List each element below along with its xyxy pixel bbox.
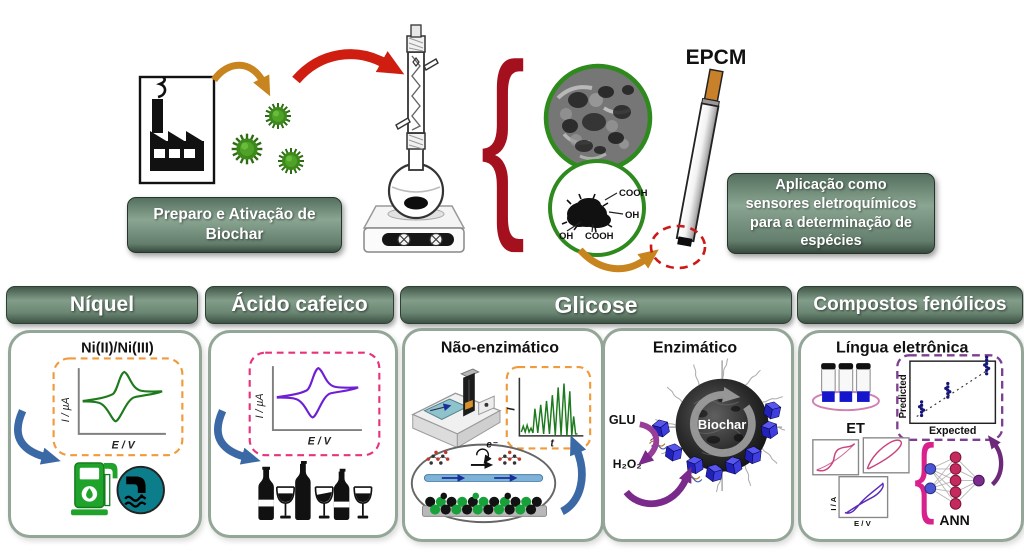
panel-header-nickel: Níquel (6, 286, 198, 324)
nanoparticle-layer (425, 492, 542, 515)
cv-axes (271, 366, 362, 431)
amperogram-x-label: t (550, 438, 554, 450)
ann-to-scatter-arrow (987, 435, 1004, 487)
amperogram-y-label: I (506, 407, 518, 411)
arrow-biochar-to-reflux (292, 49, 405, 84)
amperogram-axes (518, 377, 584, 437)
sem-micrograph-icon (543, 63, 653, 173)
scatter-y-label: Predicted (898, 374, 909, 418)
wine-bottles-icon (258, 460, 373, 520)
electron-label: e⁻ (486, 440, 497, 451)
application-line3: para a determinação de (750, 214, 912, 231)
panel-glucose-enzymatic: Enzimático Biocha (602, 328, 794, 542)
application-label: Aplicação como sensores eletroquímicos p… (727, 173, 935, 254)
cv-dashed-frame (248, 351, 381, 457)
biodiesel-pump-icon (71, 462, 118, 516)
electrode-cylinder (855, 363, 871, 402)
electron-transfer-arrow (476, 448, 492, 464)
electrode-mechanism-oval: e⁻ (410, 440, 557, 524)
panel-caffeic: I / µA E / V (208, 330, 398, 538)
blue-application-arrow (14, 409, 61, 465)
panel-header-glucose: Glicose (400, 286, 792, 324)
panel-header-caffeic: Ácido cafeico (205, 286, 394, 324)
application-line2: sensores eletroquímicos (745, 195, 917, 212)
prep-label-line2: Biochar (205, 226, 264, 243)
cooh-label: COOH (619, 188, 648, 199)
application-line1: Aplicação como (775, 177, 887, 194)
wastewater-icon (116, 465, 165, 515)
panel-glucose-nonenzymatic: Não-enzimático I t (402, 328, 604, 542)
enzyme-cube (664, 442, 683, 463)
ann-label: ANN (939, 512, 969, 528)
neural-network-icon (924, 451, 985, 510)
scatter-points (918, 355, 991, 418)
small-cv-x-label: E / V (854, 519, 872, 528)
cv-dashed-frame (52, 357, 184, 457)
biochar-sphere-label: Biochar (698, 417, 747, 432)
gluconolactone-molecule-icon (498, 450, 522, 465)
factory-icon (138, 75, 216, 185)
panel-phenolic: Língua eletrônica (798, 330, 1024, 542)
electrode-array-icon (811, 363, 880, 412)
cyclic-voltammogram-curve (276, 366, 359, 419)
arrow-factory-to-biochar (211, 61, 271, 97)
electrode-cylinder (821, 363, 836, 402)
cv-x-axis-label: E / V (112, 439, 136, 451)
nickel-redox-couple-label: Ni(II)/Ni(III) (81, 341, 154, 357)
h2o2-to-electrode-arrow (623, 466, 692, 508)
scatter-plot: Predicted Expected (896, 354, 1004, 441)
functionalized-biochar-icon: COOH OH OH COOH (548, 159, 648, 257)
electronic-tongue-title: Língua eletrônica (836, 339, 969, 356)
oh-label: OH (625, 210, 639, 221)
carbon-paste-electrode-icon (675, 68, 724, 247)
cyclic-voltammogram-curve (82, 370, 163, 423)
small-cv-y-label: I / A (829, 496, 838, 510)
electrode-cylinder (838, 363, 854, 402)
caffeic-graphics: I / µA E / V (214, 351, 381, 520)
phenolic-graphics: Língua eletrônica (811, 339, 1004, 528)
oh-label: OH (559, 231, 573, 242)
cv-y-axis-label: I / µA (254, 393, 266, 418)
glucose-substrate-label: GLU (609, 413, 636, 427)
nickel-graphics: Ni(II)/Ni(III) I / µA E / V (14, 341, 184, 516)
magenta-brace: { (914, 427, 935, 525)
panel-nickel: Ni(II)/Ni(III) I / µA E / V (8, 330, 202, 538)
cv-y-axis-label: I / µA (60, 397, 72, 422)
electrode-tip-highlight-circle (649, 224, 707, 270)
glu-to-h2o2-arrow (638, 421, 660, 466)
nonenzymatic-graphics: Não-enzimático I t (410, 340, 592, 524)
nonenzymatic-title: Não-enzimático (441, 340, 559, 357)
cv-axes (77, 368, 166, 435)
application-line4: espécies (800, 233, 862, 250)
epcm-label: EPCM (686, 46, 747, 69)
flow-analysis-device-icon (411, 368, 502, 449)
cooh-label: COOH (585, 231, 614, 242)
et-label: ET (846, 421, 865, 437)
glucose-molecule-icon (426, 450, 450, 465)
top-illustration: { (138, 22, 747, 273)
voltammogram-thumbnails: I / A E / V (812, 437, 910, 528)
enzymatic-title: Enzimático (653, 340, 737, 357)
blue-application-arrow (214, 409, 261, 465)
red-brace: { (480, 22, 525, 254)
panel-header-phenolic: Compostos fenólicos (797, 286, 1023, 324)
amperogram-dashed-frame (505, 365, 592, 450)
arrow-biochar-to-electrode (577, 247, 659, 273)
prep-label-line1: Preparo e Ativação de (153, 206, 316, 224)
cv-x-axis-label: E / V (308, 436, 332, 448)
prep-activation-label: Preparo e Ativação de Biochar (127, 197, 342, 253)
peroxide-product-label: H₂O₂ (613, 457, 642, 471)
blue-up-arrow (559, 435, 587, 515)
recycle-arrow (689, 387, 756, 457)
scatter-x-label: Expected (929, 425, 976, 437)
amperogram-peaks (520, 383, 578, 436)
enzymatic-graphics: Enzimático Biocha (609, 340, 785, 508)
reflux-apparatus-icon (362, 24, 466, 253)
